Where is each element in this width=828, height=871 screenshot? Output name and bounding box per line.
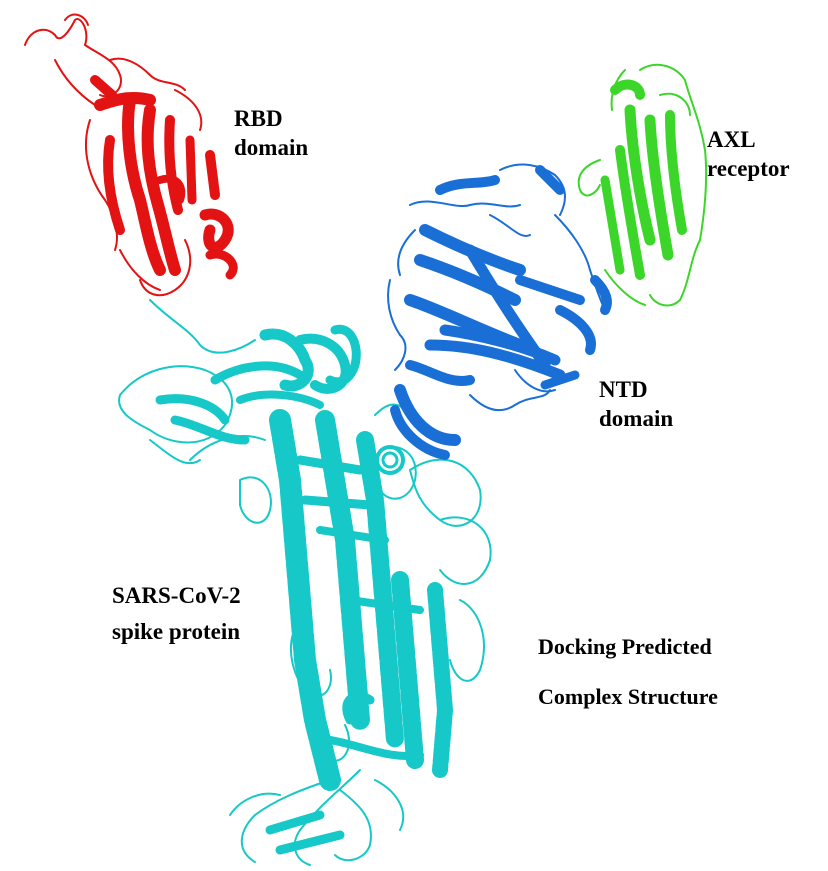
- rbd-label-line-2: domain: [234, 135, 309, 160]
- axl-label-line-1: AXL: [707, 127, 756, 152]
- ntd-domain-structure: [387, 163, 612, 460]
- axl-receptor-structure: [577, 63, 708, 307]
- axl-receptor-label: AXL receptor: [707, 125, 790, 183]
- axl-label-line-2: receptor: [707, 156, 790, 181]
- ntd-label-line-2: domain: [599, 406, 674, 431]
- spike-label-line-2: spike protein: [112, 619, 241, 644]
- caption-line-1: Docking Predicted: [538, 634, 712, 659]
- rbd-domain-label: RBD domain: [234, 104, 308, 162]
- spike-protein-label: SARS-CoV-2 spike protein: [112, 578, 241, 650]
- figure-caption: Docking Predicted Complex Structure: [538, 622, 718, 722]
- rbd-label-line-1: RBD: [234, 106, 283, 131]
- caption-line-2: Complex Structure: [538, 684, 718, 709]
- spike-protein-structure: [118, 299, 492, 866]
- ntd-label-line-1: NTD: [599, 377, 648, 402]
- ntd-domain-label: NTD domain: [599, 375, 673, 433]
- spike-label-line-1: SARS-CoV-2: [112, 583, 241, 608]
- rbd-domain-structure: [24, 13, 238, 297]
